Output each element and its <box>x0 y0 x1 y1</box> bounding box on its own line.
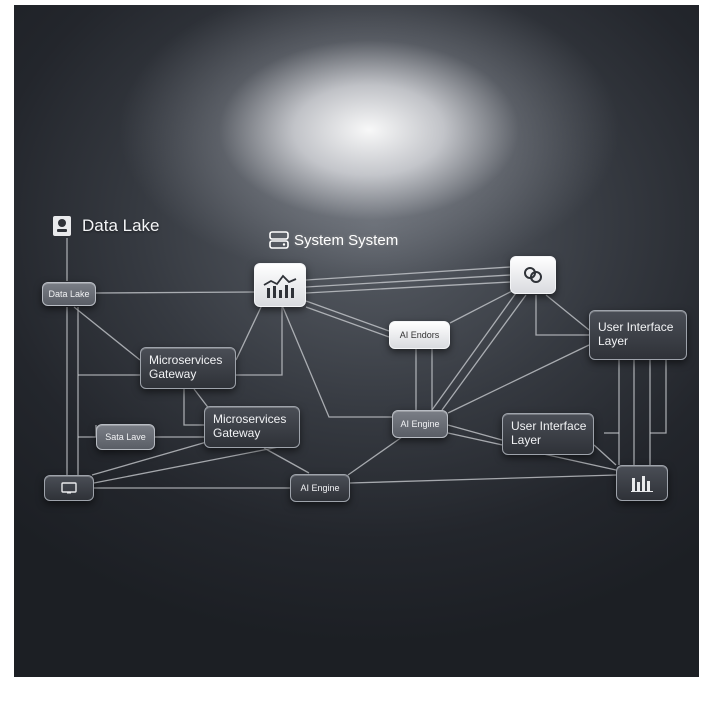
integration-node[interactable] <box>510 256 556 294</box>
connector <box>236 305 283 376</box>
link-icon <box>524 267 542 283</box>
connector <box>535 295 589 336</box>
connector <box>349 474 617 484</box>
terminal-node[interactable] <box>44 475 94 501</box>
connector <box>449 289 515 324</box>
connector <box>305 300 390 332</box>
dashboard-node[interactable] <box>616 465 668 501</box>
data-lake-node[interactable]: Data Lake <box>42 282 96 306</box>
bar-chart-icon <box>631 476 653 492</box>
connector <box>73 306 141 361</box>
node-label: AI Engine <box>400 418 440 429</box>
connector <box>78 425 97 438</box>
node-label-line2: Layer <box>511 433 542 447</box>
connector <box>431 292 517 411</box>
connector <box>441 294 527 411</box>
connector <box>447 344 590 414</box>
connector <box>545 294 590 331</box>
node-label-line1: Microservices <box>149 353 223 368</box>
node-label-line2: Layer <box>598 334 629 348</box>
node-label-line2: Gateway <box>213 426 261 440</box>
monitor-icon <box>61 482 77 494</box>
node-label: Data Lake <box>48 288 90 299</box>
node-label-line2: Gateway <box>149 367 197 381</box>
diagram-subtitle: System System <box>294 232 399 249</box>
connector <box>263 447 310 474</box>
connector <box>305 306 390 338</box>
ai-engine-node[interactable]: AI Engine <box>392 410 448 438</box>
diagram-canvas: Data Lake System System Data Lake Mi <box>14 5 699 677</box>
node-label: Sata Lave <box>105 431 146 442</box>
connector <box>281 304 396 418</box>
connector <box>95 291 255 294</box>
connector <box>305 266 511 281</box>
connector <box>183 389 204 426</box>
connector <box>91 436 225 476</box>
connector <box>447 424 503 441</box>
connector <box>93 444 290 484</box>
ai-endors-node[interactable]: AI Endors <box>389 321 450 349</box>
ai-engine-node-2[interactable]: AI Engine <box>290 474 350 502</box>
node-label-line1: User Interface <box>598 320 674 335</box>
connector <box>305 274 511 288</box>
diagram-title: Data Lake <box>82 216 160 235</box>
connector <box>347 436 403 476</box>
database-icon <box>52 215 72 237</box>
line-chart-icon <box>263 274 297 298</box>
analytics-hub-node[interactable] <box>254 263 306 307</box>
data-lake-node-2[interactable]: Sata Lave <box>96 424 155 450</box>
connector <box>235 304 263 361</box>
node-label-line1: User Interface <box>511 419 587 434</box>
connector <box>650 360 667 434</box>
node-label-line1: Microservices <box>213 412 287 427</box>
node-label: AI Engine <box>300 482 340 493</box>
server-icon <box>269 231 289 249</box>
node-label: AI Endors <box>399 329 440 340</box>
connector <box>593 444 617 466</box>
connector <box>305 281 511 294</box>
